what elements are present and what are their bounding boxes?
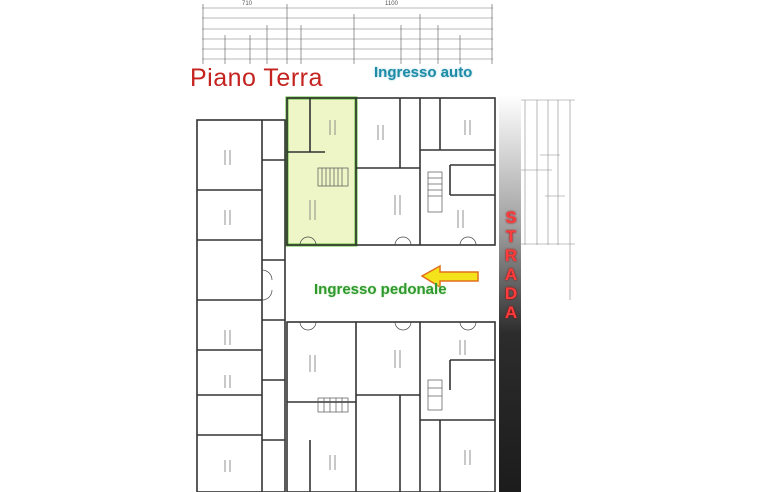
- street: [499, 95, 521, 492]
- street-label-letter: T: [505, 227, 517, 246]
- car-entrance-label: Ingresso auto: [374, 64, 473, 81]
- highlighted-unit: [285, 96, 358, 247]
- dimension-lines: [202, 4, 493, 64]
- room-annotations: [224, 120, 471, 472]
- street-label-letter: D: [504, 284, 518, 303]
- pedestrian-entrance-label: Ingresso pedonale: [314, 281, 447, 298]
- walls: [196, 97, 496, 492]
- side-dimension-lines: [520, 99, 575, 300]
- arrow-left-icon: [420, 264, 479, 289]
- doors: [261, 236, 477, 331]
- street-label-letter: S: [505, 208, 517, 227]
- stairs: [317, 167, 443, 413]
- street-label-letter: A: [504, 265, 518, 284]
- page-title: Piano Terra: [190, 64, 323, 92]
- street-label-letter: R: [504, 246, 518, 265]
- street-label-letter: A: [504, 303, 518, 322]
- dimension-1100: 1100: [385, 1, 398, 7]
- dimension-710: 710: [242, 1, 253, 7]
